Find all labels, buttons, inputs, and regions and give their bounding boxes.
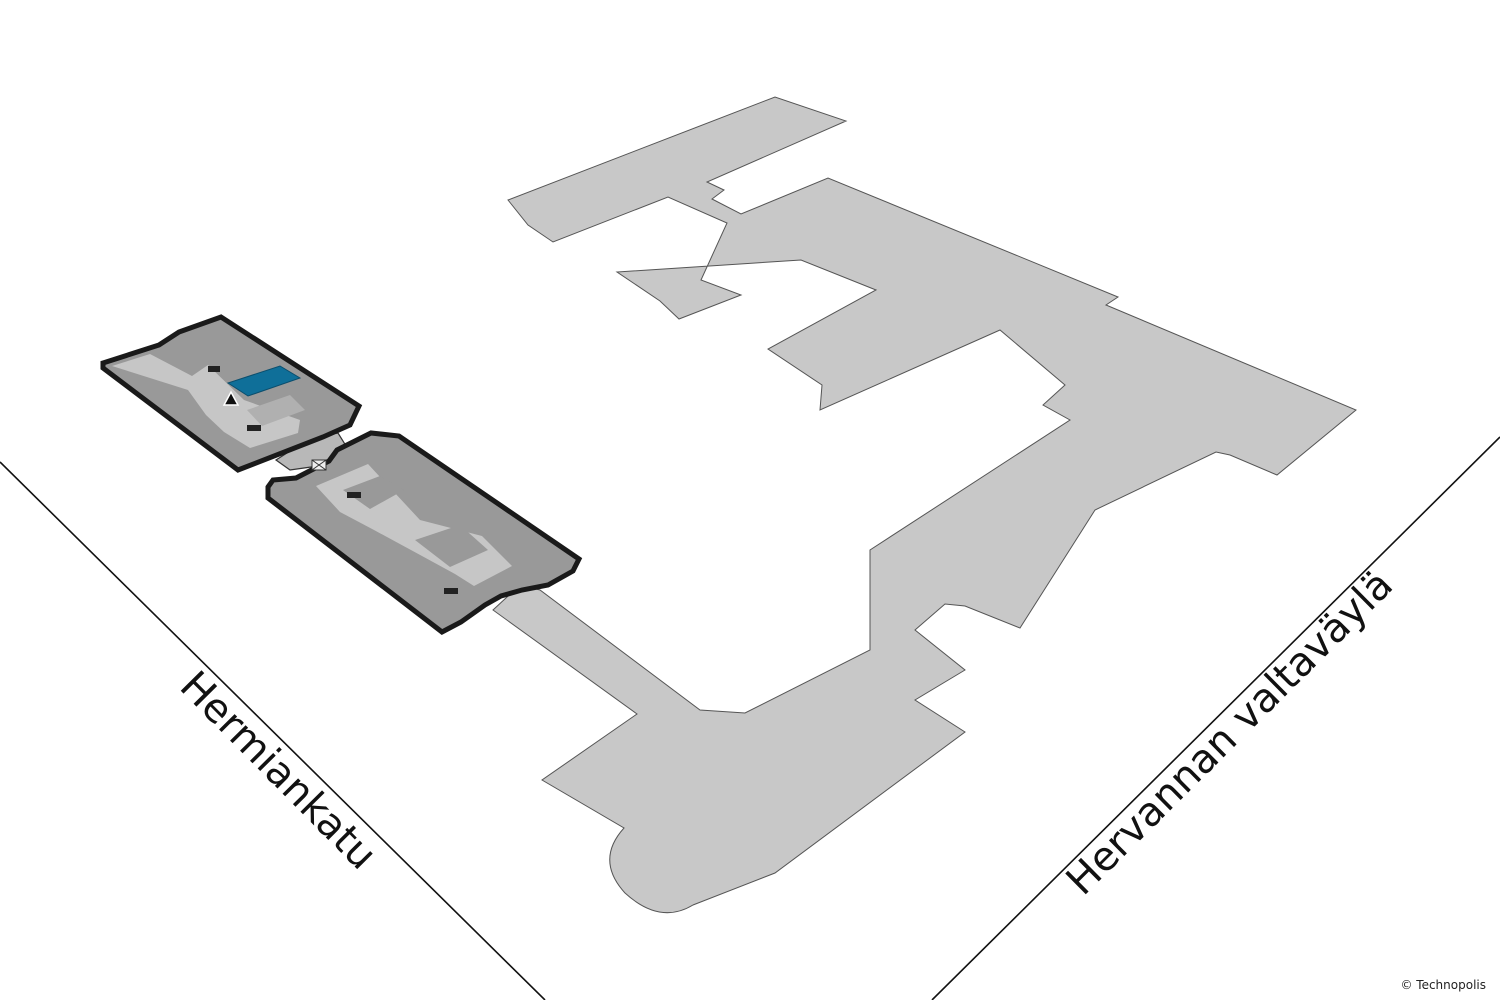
- building-b-stair: [347, 492, 361, 498]
- building-b-room-1: [343, 476, 404, 509]
- building-a-core: [247, 395, 305, 426]
- building-a-corridor: [112, 354, 300, 448]
- building-a-stair-2: [247, 425, 261, 431]
- street-label-hervannan-valtavayla: Hervannan valtaväylä: [1058, 562, 1402, 904]
- elevator-icon: [311, 459, 327, 471]
- street-label-hermiankatu: Hermiankatu: [171, 663, 385, 879]
- building-a-stair: [208, 366, 220, 372]
- building-b-stair-2: [444, 588, 458, 594]
- copyright-notice: © Technopolis: [1400, 978, 1486, 992]
- triangle-marker-icon: [222, 390, 240, 406]
- hervannan-valtavayla-road-line: [931, 436, 1500, 1000]
- campus-footprint: [492, 96, 1357, 914]
- building-b-room-2: [415, 525, 488, 567]
- highlighted-room[interactable]: [226, 365, 302, 397]
- hermiankatu-road-line: [0, 461, 546, 1000]
